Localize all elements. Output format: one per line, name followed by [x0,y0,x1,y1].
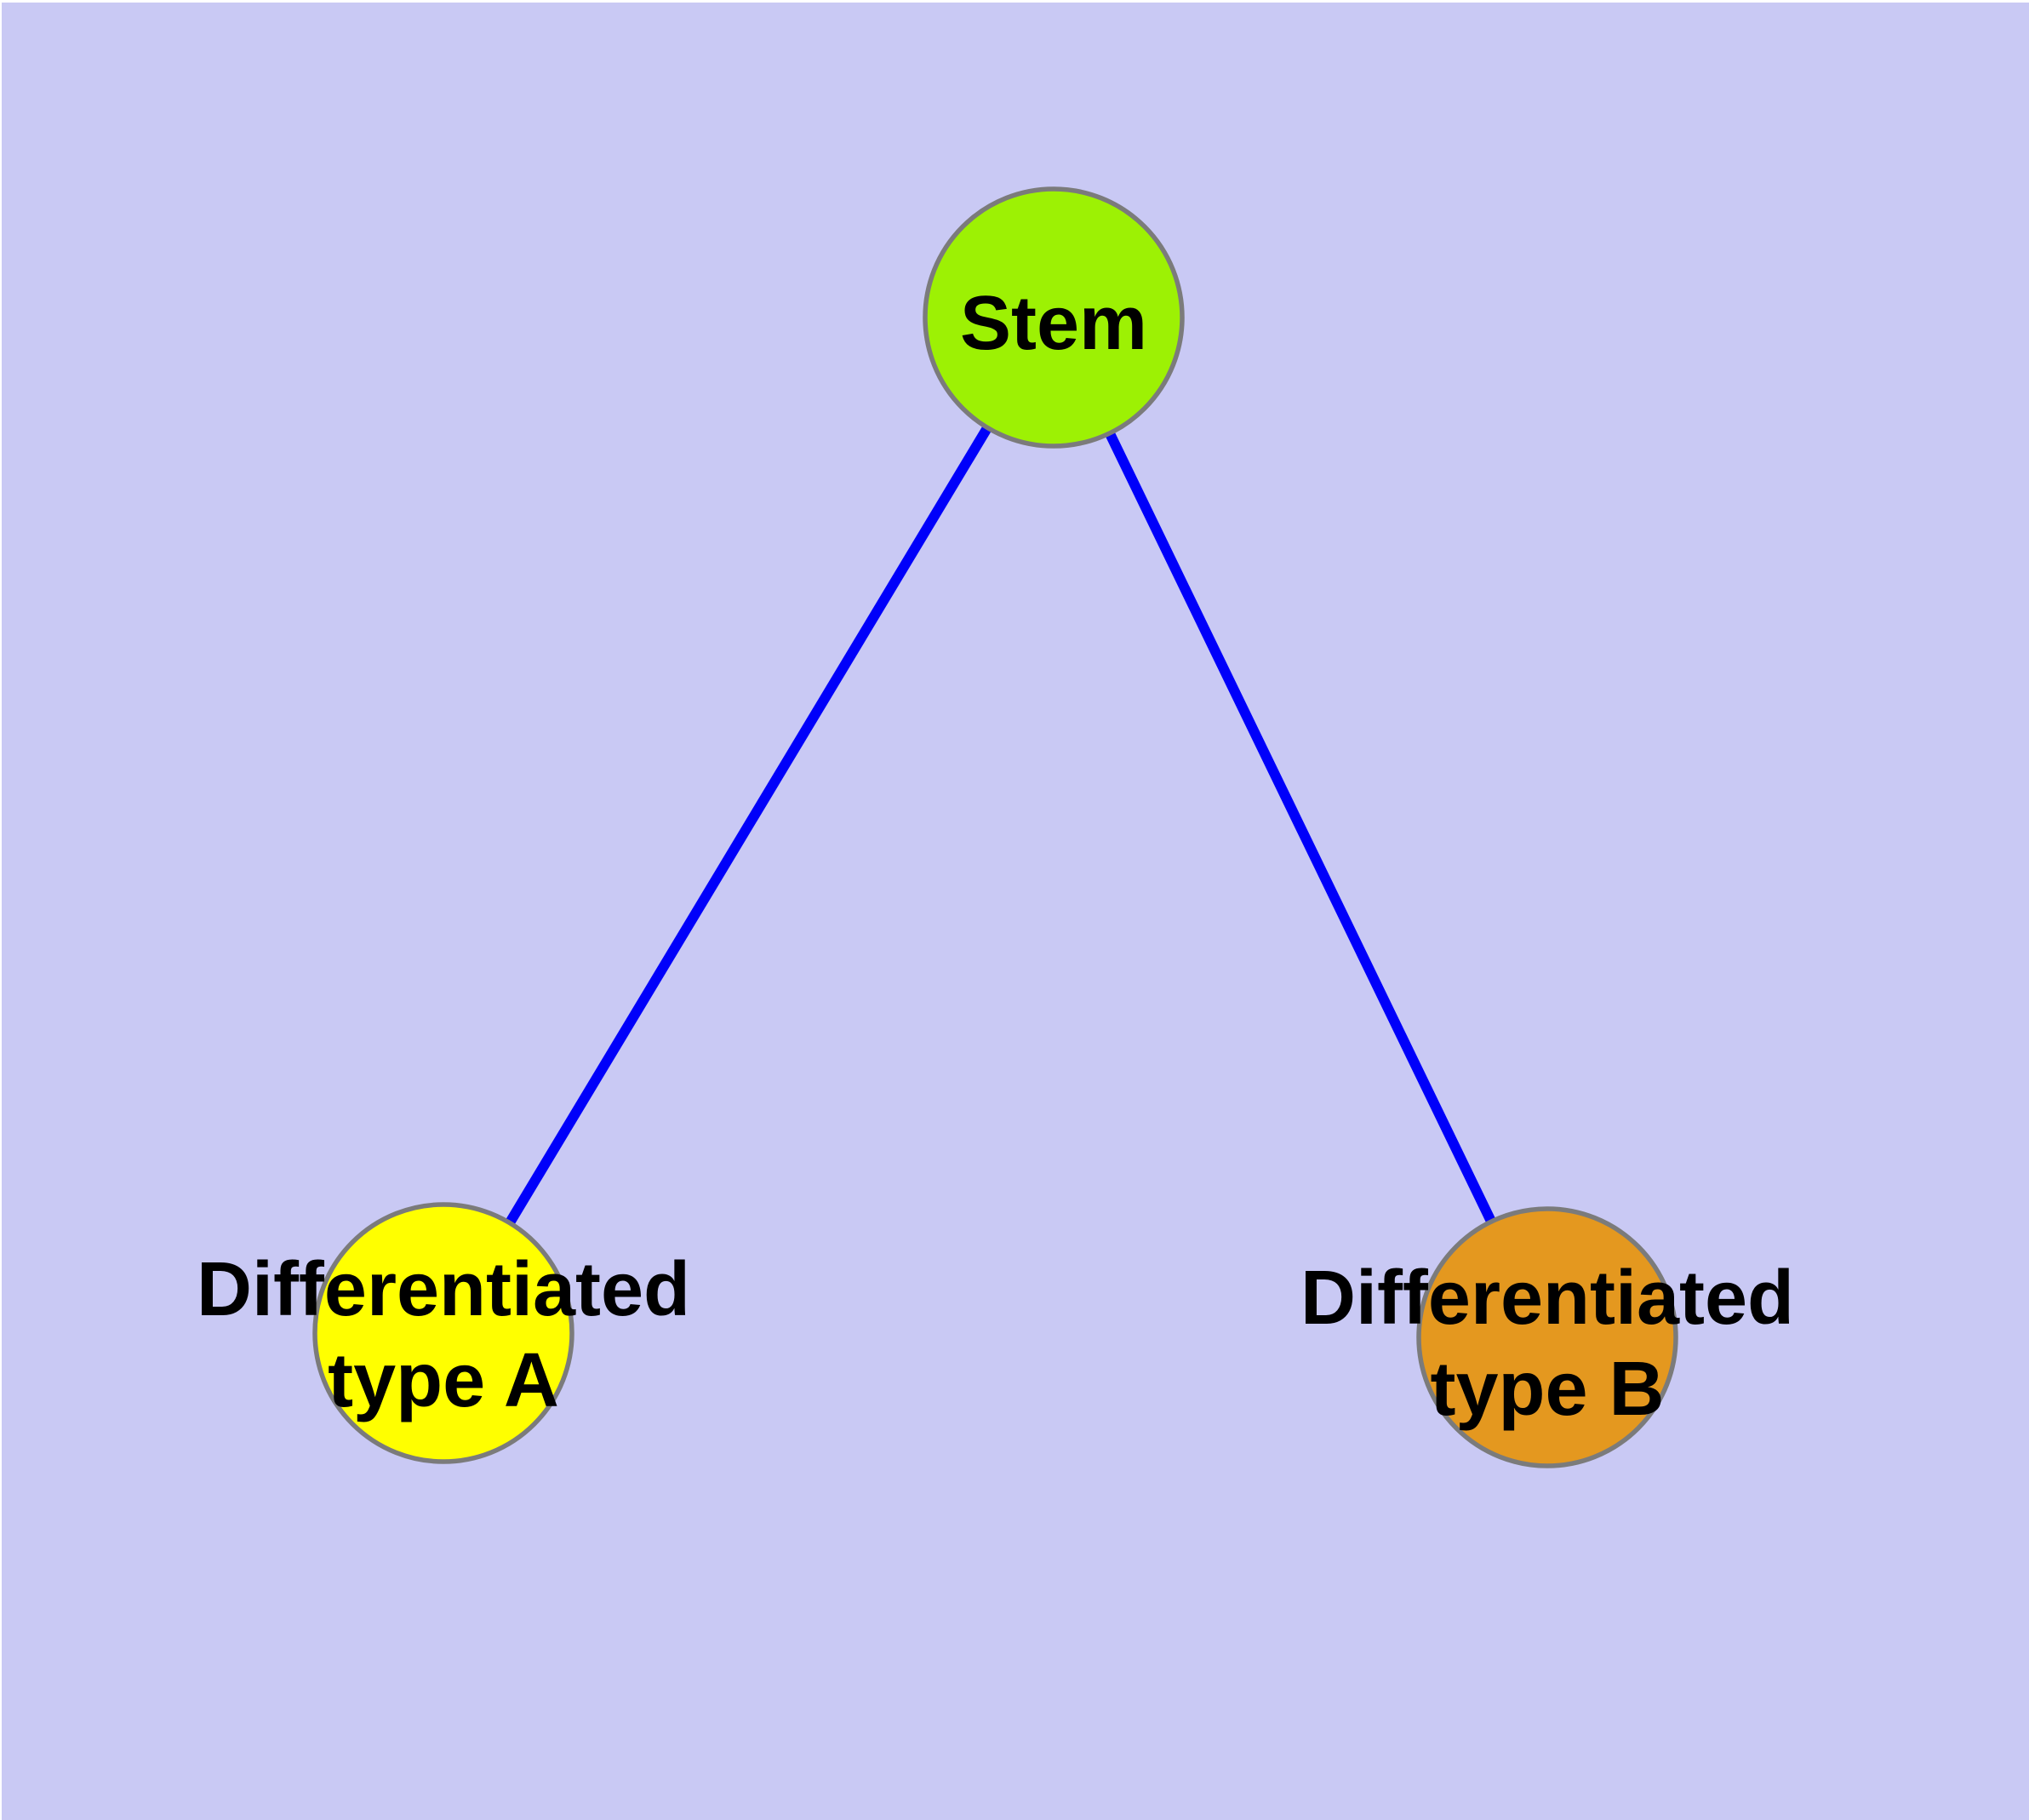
edge-stem-to-type-b [1049,315,1552,1340]
node-stem-label: Stem [960,281,1147,366]
node-type-a-label-line2: type A [328,1338,559,1423]
node-type-a-label-line1: Differentiated [197,1247,690,1332]
node-differentiated-type-a[interactable] [312,1202,574,1464]
node-stem[interactable] [923,186,1185,449]
edge-stem-to-type-a [438,314,1059,1336]
node-type-b-label-line2: type B [1430,1347,1664,1432]
node-differentiated-type-b[interactable] [1416,1206,1678,1468]
node-type-b-label-line1: Differentiated [1300,1256,1794,1341]
